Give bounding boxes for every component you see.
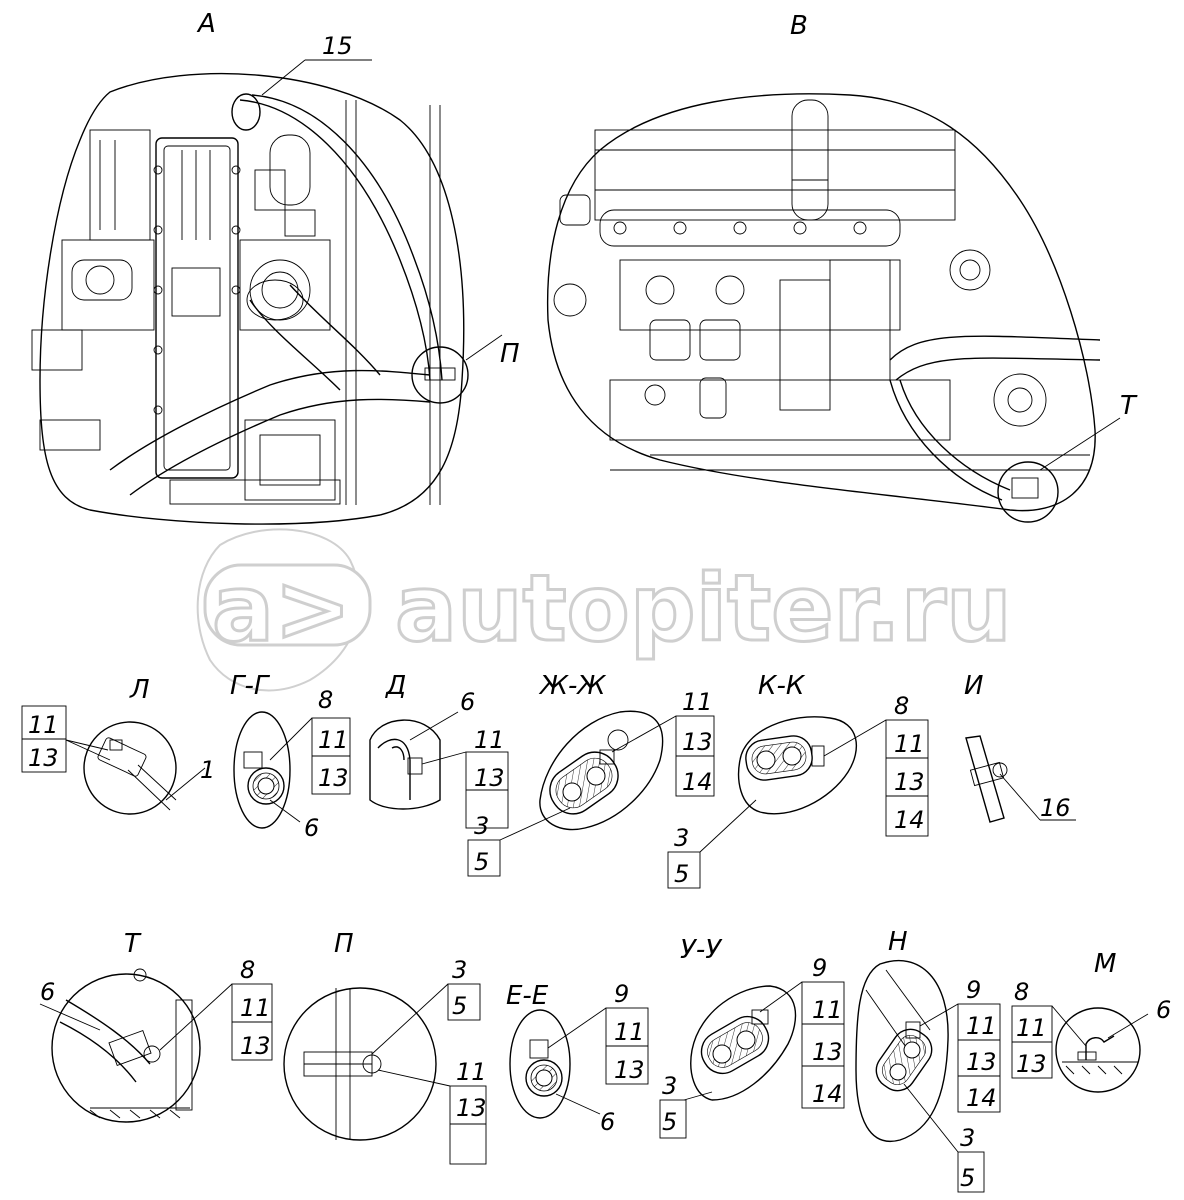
view-ee-label: Е-Е: [506, 981, 549, 1011]
detail-uu: [659, 981, 845, 1139]
detail-p: [283, 983, 487, 1165]
watermark-logo: [196, 528, 372, 692]
callout-gg-11: 11: [318, 726, 349, 754]
callout-m-6: 6: [1156, 996, 1171, 1024]
detail-m: [1011, 1005, 1149, 1093]
callout-d-6: 6: [460, 688, 475, 716]
callout-gg-8: 8: [318, 686, 333, 714]
callout-d-11: 11: [474, 726, 505, 754]
callout-a-p: П: [500, 339, 520, 369]
callout-n-5: 5: [960, 1164, 975, 1192]
callout-n-11: 11: [966, 1012, 997, 1040]
callout-kk-14: 14: [894, 806, 925, 834]
view-l-label: Л: [129, 675, 150, 705]
detail-ee: [509, 1007, 649, 1119]
callout-n-3: 3: [960, 1124, 975, 1152]
callout-gg-6: 6: [304, 814, 319, 842]
callout-ee-6: 6: [600, 1108, 615, 1136]
callout-n-13: 13: [966, 1048, 997, 1076]
callout-kk-5: 5: [674, 860, 689, 888]
callout-t-13: 13: [240, 1032, 271, 1060]
callout-l-13: 13: [28, 744, 59, 772]
callout-t-8: 8: [240, 956, 255, 984]
callout-uu-3: 3: [662, 1072, 677, 1100]
callout-uu-5: 5: [662, 1108, 677, 1136]
callout-ee-13: 13: [614, 1056, 645, 1084]
detail-t: [39, 968, 273, 1123]
callout-uu-14: 14: [812, 1080, 843, 1108]
callout-p-3: 3: [452, 956, 467, 984]
detail-l: [21, 705, 206, 815]
detail-zhzh: [467, 710, 715, 877]
view-d-label: Д: [385, 671, 406, 701]
detail-gg: [233, 711, 351, 829]
view-n-label: Н: [888, 927, 908, 957]
view-b-label: В: [790, 11, 808, 41]
callout-zh-14: 14: [682, 768, 713, 796]
callout-kk-11: 11: [894, 730, 925, 758]
view-a-label: А: [196, 9, 216, 39]
callout-m-8: 8: [1014, 978, 1029, 1006]
callout-zh-5: 5: [474, 848, 489, 876]
callout-uu-11: 11: [812, 996, 843, 1024]
callout-uu-9: 9: [812, 954, 827, 982]
callout-ee-11: 11: [614, 1018, 645, 1046]
view-kk-label: К-К: [758, 671, 806, 701]
callout-b-t: Т: [1120, 391, 1138, 421]
detail-d: [369, 711, 509, 829]
view-gg-label: Г-Г: [230, 671, 271, 701]
callout-d-13: 13: [474, 764, 505, 792]
callout-m-13: 13: [1016, 1050, 1047, 1078]
callout-t-6: 6: [40, 978, 55, 1006]
callout-kk-8: 8: [894, 692, 909, 720]
detail-kk: [667, 716, 929, 889]
callout-p-5: 5: [452, 992, 467, 1020]
view-zhzh-label: Ж-Ж: [538, 671, 606, 701]
view-p-label: П: [334, 929, 354, 959]
callout-i-16: 16: [1040, 794, 1071, 822]
callout-kk-13: 13: [894, 768, 925, 796]
detail-i: [965, 735, 1076, 823]
watermark-text: autopiter.ru: [395, 555, 1012, 662]
view-i-label: И: [964, 671, 983, 701]
callout-n-14: 14: [966, 1084, 997, 1112]
watermark-logo-text: a>: [212, 555, 351, 662]
callout-a-15: 15: [322, 32, 353, 60]
callout-ee-9: 9: [614, 980, 629, 1008]
view-a-engine: [31, 59, 503, 525]
callout-l-1: 1: [200, 756, 215, 784]
callout-p-11: 11: [456, 1058, 487, 1086]
callout-zh-13: 13: [682, 728, 713, 756]
callout-n-9: 9: [966, 976, 981, 1004]
callout-p-13: 13: [456, 1094, 487, 1122]
callout-zh-3: 3: [474, 812, 489, 840]
view-m-label: М: [1094, 949, 1116, 979]
callout-l-11: 11: [28, 711, 59, 739]
view-b-engine: [546, 93, 1121, 523]
view-t-label: Т: [124, 929, 142, 959]
callout-zh-11: 11: [682, 688, 713, 716]
callout-t-11: 11: [240, 994, 271, 1022]
detail-n: [855, 959, 1001, 1193]
view-uu-label: У-У: [680, 935, 723, 965]
callout-kk-3: 3: [674, 824, 689, 852]
callout-gg-13: 13: [318, 764, 349, 792]
callout-uu-13: 13: [812, 1038, 843, 1066]
callout-m-11: 11: [1016, 1014, 1047, 1042]
